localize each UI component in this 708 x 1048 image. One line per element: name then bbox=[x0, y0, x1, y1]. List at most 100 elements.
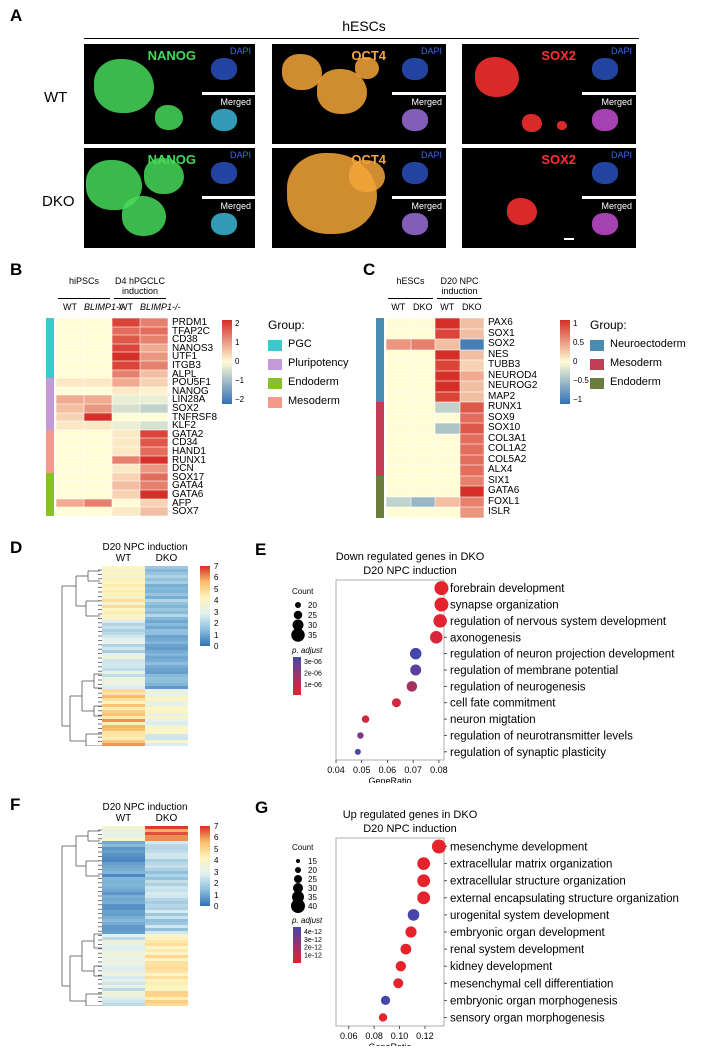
heatmap-cell bbox=[386, 433, 411, 444]
colorbar-tick: −0.5 bbox=[573, 376, 589, 385]
expression-cell bbox=[102, 596, 145, 600]
expression-cell bbox=[145, 611, 188, 615]
expression-cell bbox=[145, 886, 188, 890]
heatmap-cell bbox=[459, 454, 484, 465]
heatmap-cell bbox=[435, 349, 460, 360]
cell-colony bbox=[349, 160, 385, 193]
term-label: regulation of synaptic plasticity bbox=[450, 747, 606, 759]
heatmap-cell bbox=[386, 318, 411, 329]
expression-cell bbox=[145, 922, 188, 926]
expression-cell bbox=[145, 904, 188, 908]
merged-label: Merged bbox=[411, 201, 442, 211]
count-legend-label: 20 bbox=[308, 601, 317, 610]
group-header: hiPSCs bbox=[68, 276, 99, 286]
colorbar-tick: 6 bbox=[214, 833, 219, 843]
gene-label: GATA6 bbox=[172, 489, 204, 500]
expression-cell bbox=[145, 862, 188, 866]
expression-cell bbox=[102, 671, 145, 675]
expression-cell bbox=[102, 835, 145, 839]
heatmap-title: D20 NPC induction bbox=[102, 542, 188, 553]
group-annotation-bar bbox=[46, 472, 54, 516]
heatmap-cell bbox=[56, 343, 84, 353]
gene-label: SOX17 bbox=[172, 471, 205, 483]
heatmap-cell bbox=[112, 455, 140, 465]
heatmap-cell bbox=[410, 423, 435, 434]
term-label: urogenital system development bbox=[450, 910, 610, 922]
x-axis-label: GeneRatio bbox=[368, 1042, 411, 1046]
gene-label: RUNX1 bbox=[172, 454, 206, 466]
expression-cell bbox=[145, 997, 188, 1001]
heatmap-cell bbox=[56, 361, 84, 370]
expression-cell bbox=[102, 677, 145, 681]
expression-cell bbox=[102, 713, 145, 717]
merged-image: Merged bbox=[392, 95, 446, 144]
expression-cell bbox=[102, 886, 145, 890]
x-tick-label: 0.06 bbox=[379, 765, 397, 775]
merged-image: Merged bbox=[201, 199, 255, 248]
heatmap-cell bbox=[410, 486, 435, 497]
expression-cell bbox=[145, 967, 188, 971]
colorbar-tick: 3 bbox=[214, 867, 219, 877]
count-legend-title: Count bbox=[292, 587, 314, 596]
panel-a-title: hESCs bbox=[342, 18, 386, 34]
expression-cell bbox=[102, 650, 145, 654]
expression-cell bbox=[145, 617, 188, 621]
data-point bbox=[354, 748, 361, 755]
data-point bbox=[409, 647, 422, 660]
expression-cell bbox=[145, 943, 188, 947]
expression-cell bbox=[102, 868, 145, 872]
heatmap-cell bbox=[56, 498, 84, 508]
legend-swatch bbox=[268, 378, 282, 389]
merged-cells bbox=[402, 109, 428, 131]
row-label-wt: WT bbox=[44, 89, 68, 106]
expression-cell bbox=[145, 671, 188, 675]
heatmap-cell bbox=[459, 360, 484, 371]
heatmap-cell bbox=[386, 507, 411, 518]
heatmap-cell bbox=[410, 402, 435, 413]
expression-cell bbox=[102, 566, 145, 570]
expression-cell bbox=[102, 641, 145, 645]
heatmap-cell bbox=[84, 429, 112, 439]
expression-cell bbox=[102, 635, 145, 639]
data-point bbox=[380, 995, 391, 1005]
expression-cell bbox=[145, 976, 188, 980]
count-legend-dot bbox=[293, 610, 303, 620]
heatmap-cell bbox=[459, 433, 484, 444]
heatmap-cell bbox=[56, 404, 84, 413]
expression-cell bbox=[102, 988, 145, 992]
heatmap-cell bbox=[84, 481, 112, 490]
cell-colony bbox=[144, 158, 184, 194]
heatmap-cell bbox=[386, 454, 411, 465]
expression-cell bbox=[145, 994, 188, 998]
expression-cell bbox=[145, 692, 188, 696]
expression-cell bbox=[102, 599, 145, 603]
dapi-label: DAPI bbox=[610, 46, 632, 56]
expression-cell bbox=[102, 737, 145, 741]
group-rule bbox=[58, 298, 110, 299]
expression-cell bbox=[145, 934, 188, 938]
expression-cell bbox=[102, 692, 145, 696]
heatmap-cell bbox=[410, 412, 435, 423]
expression-cell bbox=[145, 832, 188, 836]
dapi-label: DAPI bbox=[420, 46, 442, 56]
count-legend-label: 40 bbox=[308, 902, 317, 911]
gene-label: ITGB3 bbox=[172, 360, 201, 371]
heatmap-cell bbox=[386, 444, 411, 455]
heatmap-cell bbox=[459, 444, 484, 455]
dapi-image: DAPI bbox=[201, 148, 255, 196]
heatmap-cell bbox=[84, 421, 112, 430]
group-header: D4 hPGCLC induction bbox=[114, 276, 166, 296]
group-annotation-bar bbox=[376, 318, 384, 402]
merged-label: Merged bbox=[601, 201, 632, 211]
heatmap-cell bbox=[435, 454, 460, 465]
expression-cell bbox=[145, 632, 188, 636]
dapi-image: DAPI bbox=[201, 44, 255, 92]
expression-cell bbox=[145, 638, 188, 642]
heatmap-cell bbox=[410, 318, 435, 329]
colorbar-tick: 0 bbox=[214, 902, 219, 911]
x-tick-label: 0.10 bbox=[391, 1031, 409, 1041]
expression-cell bbox=[102, 895, 145, 899]
colorbar-tick: 5 bbox=[214, 584, 219, 594]
expression-cell bbox=[145, 973, 188, 977]
